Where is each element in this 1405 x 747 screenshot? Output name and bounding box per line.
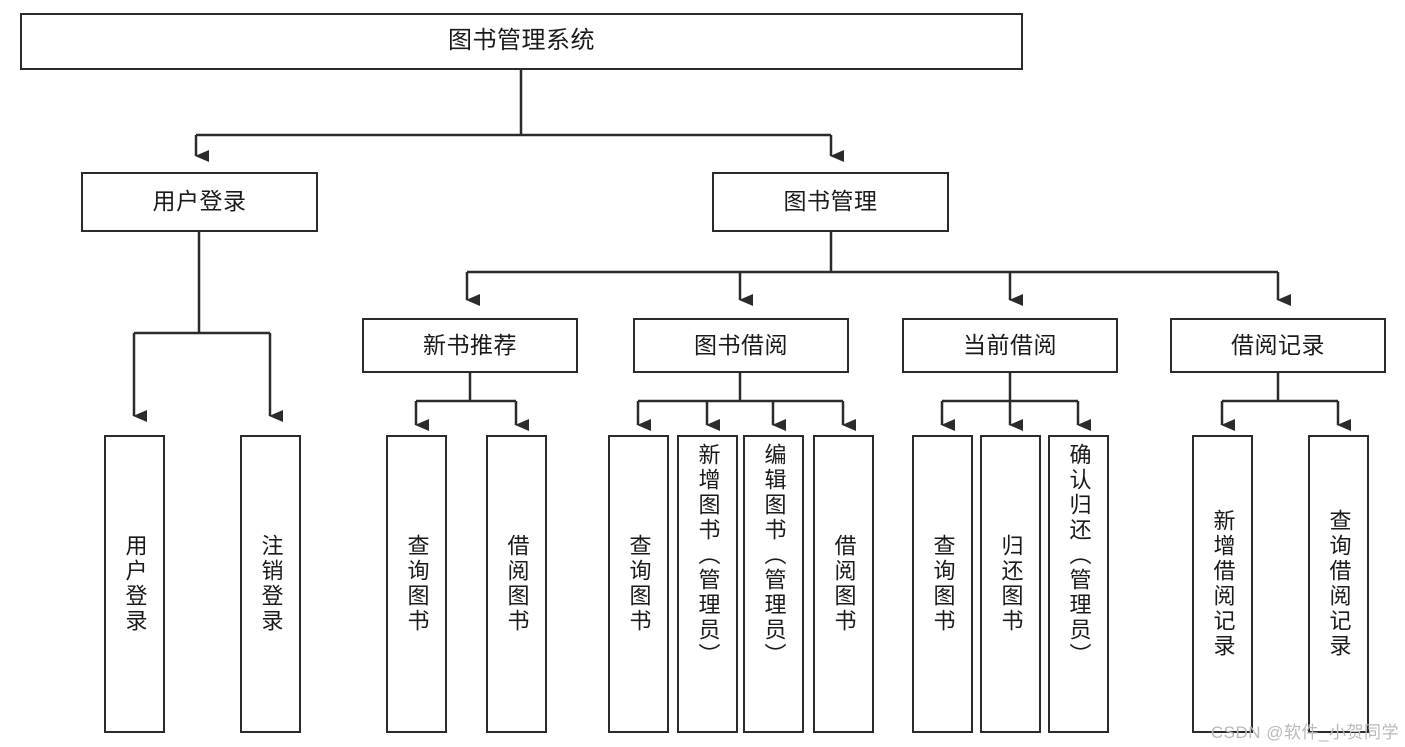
node-label: 用户登录 (152, 188, 247, 215)
leaf-user-login[interactable]: 用户登录 (104, 435, 165, 733)
node-label: 图书管理 (783, 188, 878, 215)
leaf-return-book[interactable]: 归还图书 (980, 435, 1041, 733)
node-current-borrow[interactable]: 当前借阅 (902, 318, 1118, 373)
node-label: 用户登录 (122, 534, 148, 634)
leaf-borrow-book-borrow[interactable]: 借阅图书 (813, 435, 874, 733)
node-borrow-record[interactable]: 借阅记录 (1170, 318, 1386, 373)
node-label: 注销登录 (258, 534, 284, 634)
leaf-query-book-recommend[interactable]: 查询图书 (386, 435, 447, 733)
node-label: 新增借阅记录 (1210, 509, 1236, 659)
node-label: 图书管理系统 (448, 27, 595, 55)
leaf-confirm-return-admin[interactable]: 确认归还（管理员） (1048, 435, 1109, 733)
leaf-add-book-admin[interactable]: 新增图书（管理员） (677, 435, 738, 733)
node-label: 查询图书 (404, 534, 430, 634)
node-root-book-management-system[interactable]: 图书管理系统 (20, 13, 1023, 70)
leaf-add-borrow-record[interactable]: 新增借阅记录 (1192, 435, 1253, 733)
node-book-management[interactable]: 图书管理 (712, 172, 949, 232)
node-new-book-recommend[interactable]: 新书推荐 (362, 318, 578, 373)
node-label: 借阅记录 (1231, 331, 1325, 358)
node-label: 编辑图书（管理员） (761, 443, 787, 668)
node-label: 查询借阅记录 (1326, 509, 1352, 659)
leaf-query-book-current[interactable]: 查询图书 (912, 435, 973, 733)
node-label: 新书推荐 (423, 331, 517, 358)
node-label: 查询图书 (626, 534, 652, 634)
node-label: 当前借阅 (963, 331, 1057, 358)
node-label: 归还图书 (998, 534, 1024, 634)
leaf-logout-login[interactable]: 注销登录 (240, 435, 301, 733)
node-label: 图书借阅 (694, 331, 788, 358)
node-user-login[interactable]: 用户登录 (81, 172, 318, 232)
watermark-text: CSDN @软件_小贺同学 (1210, 723, 1399, 742)
node-label: 查询图书 (930, 534, 956, 634)
leaf-edit-book-admin[interactable]: 编辑图书（管理员） (743, 435, 804, 733)
node-label: 新增图书（管理员） (695, 443, 721, 668)
node-label: 借阅图书 (831, 534, 857, 634)
leaf-borrow-book-recommend[interactable]: 借阅图书 (486, 435, 547, 733)
node-label: 借阅图书 (504, 534, 530, 634)
node-label: 确认归还（管理员） (1066, 443, 1092, 668)
node-book-borrow[interactable]: 图书借阅 (633, 318, 849, 373)
leaf-query-book-borrow[interactable]: 查询图书 (608, 435, 669, 733)
leaf-query-borrow-record[interactable]: 查询借阅记录 (1308, 435, 1369, 733)
